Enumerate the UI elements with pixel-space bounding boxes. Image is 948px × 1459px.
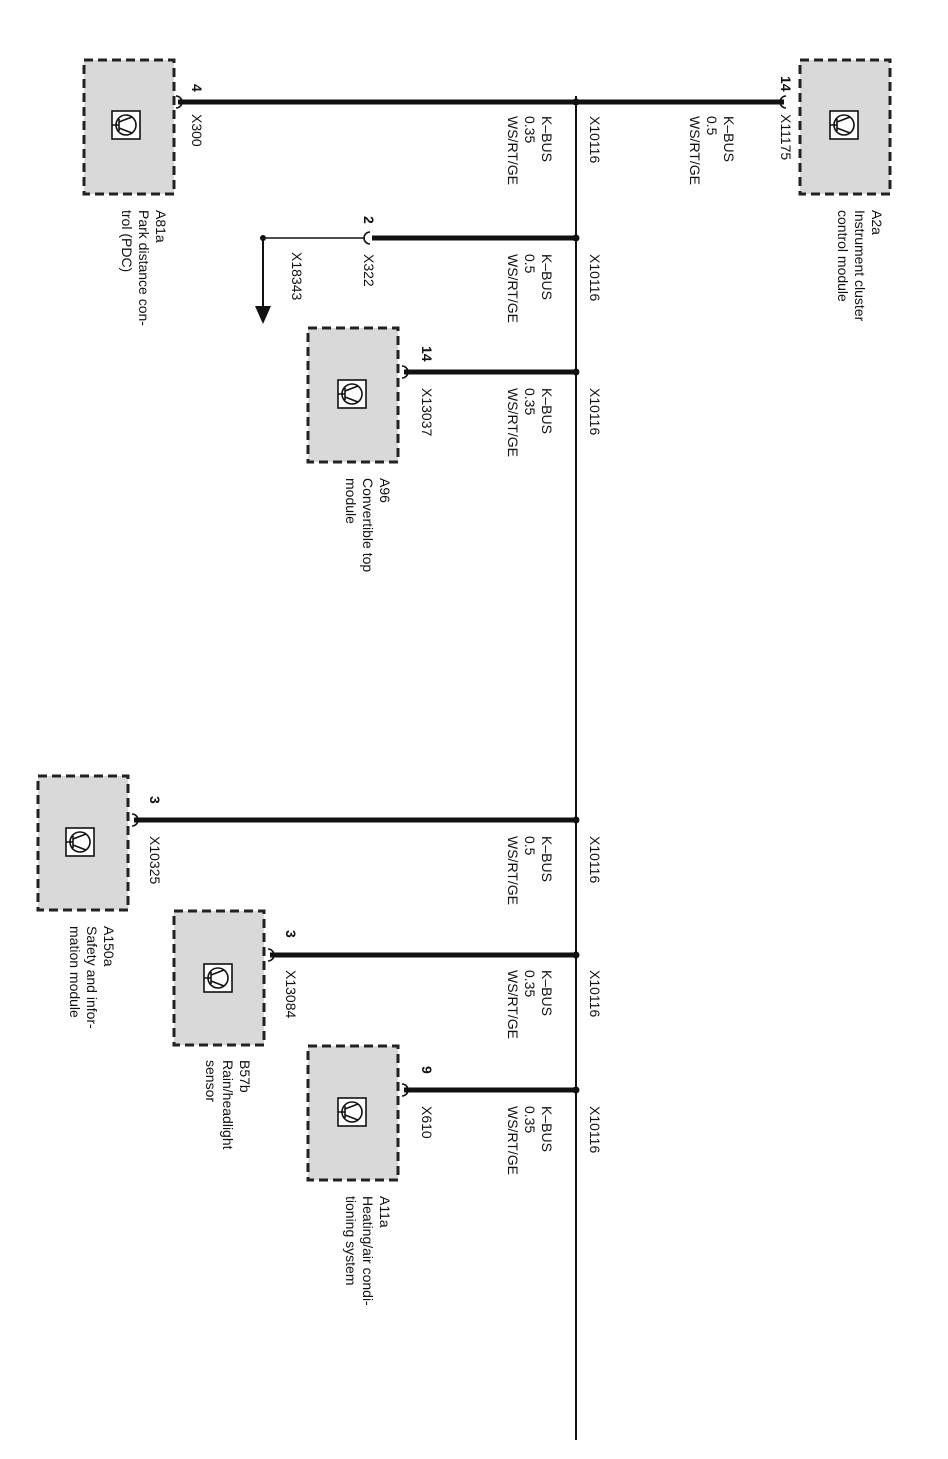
module-a81a: A81a Park distance con- trol (PDC)	[82, 58, 176, 326]
wire-name: K–BUS	[539, 1106, 555, 1152]
transistor-icon	[337, 1097, 367, 1127]
wire-cross-section: 0.5	[704, 116, 720, 136]
wire-name: K–BUS	[539, 388, 555, 434]
module-name-line-1: Park distance con-	[136, 210, 152, 326]
branch-a11a: 9 X610 K–BUS 0.35 WS/RT/GE X10116	[401, 1066, 603, 1175]
connector-label: X13037	[419, 388, 435, 436]
connector-socket	[267, 948, 275, 962]
module-name-line-1: Rain/headlight	[220, 1060, 236, 1150]
connector-label: X610	[419, 1106, 435, 1139]
module-name-line-2: tioning system	[343, 1196, 359, 1285]
wire-name: K–BUS	[539, 116, 555, 162]
module-id: B57b	[237, 1060, 253, 1093]
wire-name: K–BUS	[721, 116, 737, 162]
wire-color: WS/RT/GE	[505, 970, 521, 1039]
splice-point	[572, 1086, 580, 1094]
wire-color: WS/RT/GE	[505, 1106, 521, 1175]
module-name-line-1: Convertible top	[360, 478, 376, 572]
bus-connector-label: X10116	[587, 836, 603, 883]
wire-color: WS/RT/GE	[687, 116, 703, 185]
connector-label: X322	[361, 254, 377, 287]
connector-label: X10325	[147, 836, 163, 884]
bus-connector-label: X10116	[587, 970, 603, 1017]
transistor-icon	[65, 827, 95, 857]
module-id: A81a	[153, 210, 169, 243]
wire-color: WS/RT/GE	[505, 388, 521, 457]
connector-label: X300	[189, 114, 205, 147]
wire-cross-section: 0.35	[522, 1106, 538, 1133]
pin-number: 3	[283, 930, 299, 938]
module-name-line-2: control module	[835, 210, 851, 302]
bus-connector-label: X10116	[587, 116, 603, 163]
pin-number: 4	[189, 84, 205, 92]
bus-connector-label: X10116	[587, 1106, 603, 1153]
splice-point	[572, 234, 580, 242]
module-b57b: B57b Rain/headlight sensor	[172, 909, 266, 1150]
module-a2a: A2a Instrument cluster control module	[798, 58, 892, 322]
module-name-line-2: module	[343, 478, 359, 524]
module-name-line-2: sensor	[203, 1060, 219, 1102]
wire-cross-section: 0.5	[522, 254, 538, 274]
connector-socket	[131, 813, 139, 827]
branch-a150a: 3 X10325 K–BUS 0.5 WS/RT/GE X10116	[131, 796, 603, 905]
bus-connector-label: X10116	[587, 254, 603, 301]
transistor-icon	[203, 963, 233, 993]
wire-cross-section: 0.35	[522, 388, 538, 415]
pin-number: 14	[419, 346, 435, 362]
wire-name: K–BUS	[539, 970, 555, 1016]
connector-label: X11175	[778, 114, 794, 160]
connector-label: X13084	[283, 970, 299, 1018]
module-name-line-2: mation module	[67, 926, 83, 1018]
branch-a96: 14 X13037 K–BUS 0.35 WS/RT/GE X10116	[401, 346, 603, 457]
splice-point	[572, 816, 580, 824]
module-id: A2a	[869, 210, 885, 235]
module-id: A96	[377, 478, 393, 503]
connector-socket	[779, 95, 787, 109]
wire-color: WS/RT/GE	[505, 116, 521, 185]
wire-name: K–BUS	[539, 254, 555, 300]
connector-socket	[401, 365, 409, 379]
module-name-line-1: Instrument cluster	[852, 210, 868, 322]
transistor-icon	[111, 110, 141, 140]
branch-x322: 2 X322 X18343 K–BUS 0.5 WS/RT/GE X10116	[255, 216, 603, 324]
connector-socket	[363, 231, 371, 245]
splice-point	[572, 951, 580, 959]
module-box	[36, 774, 130, 912]
wire-cross-section: 0.5	[522, 836, 538, 856]
wire-name: K–BUS	[539, 836, 555, 882]
wire-cross-section: 0.35	[522, 970, 538, 997]
module-name-line-1: Heating/air condi-	[360, 1196, 376, 1306]
module-a11a: A11a Heating/air condi- tioning system	[306, 1044, 400, 1306]
wire-color: WS/RT/GE	[505, 836, 521, 905]
module-name-line-1: Safety and infor-	[84, 926, 100, 1029]
module-id: A11a	[377, 1196, 393, 1228]
splice-point	[572, 368, 580, 376]
module-id: A150a	[101, 926, 117, 967]
connector-socket	[401, 1083, 409, 1097]
continuation-label: X18343	[289, 252, 305, 300]
connector-socket	[175, 95, 183, 109]
branch-b57b: 3 X13084 K–BUS 0.35 WS/RT/GE X10116	[267, 930, 603, 1039]
pin-number: 3	[147, 796, 163, 804]
bus-connector-label: X10116	[587, 388, 603, 435]
module-a96: A96 Convertible top module	[306, 326, 400, 572]
wire-cross-section: 0.35	[522, 116, 538, 143]
transistor-icon	[829, 110, 859, 140]
pin-number: 14	[778, 76, 794, 92]
wire-color: WS/RT/GE	[505, 254, 521, 323]
transistor-icon	[337, 379, 367, 409]
pin-number: 9	[419, 1066, 435, 1074]
splice-point	[572, 98, 580, 106]
module-a150a: A150a Safety and infor- mation module	[36, 774, 130, 1029]
module-name-line-2: trol (PDC)	[119, 210, 135, 272]
arrow-down-icon	[255, 306, 271, 324]
pin-number: 2	[361, 216, 377, 224]
